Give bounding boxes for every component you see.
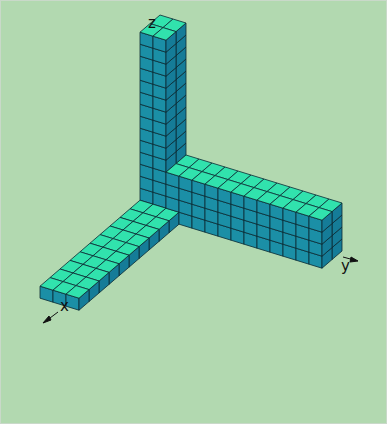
axis-tips [43, 257, 358, 323]
voxel-group [40, 15, 342, 310]
cube-top-face [153, 28, 176, 41]
cube-top-face [309, 208, 332, 221]
axis-label: x [60, 299, 69, 314]
y-axis-arrow [350, 257, 358, 262]
axis-label: z [148, 16, 156, 31]
axis-label: y [341, 259, 350, 274]
cube-top-face [66, 286, 89, 299]
x-axis-arrow [43, 316, 51, 323]
